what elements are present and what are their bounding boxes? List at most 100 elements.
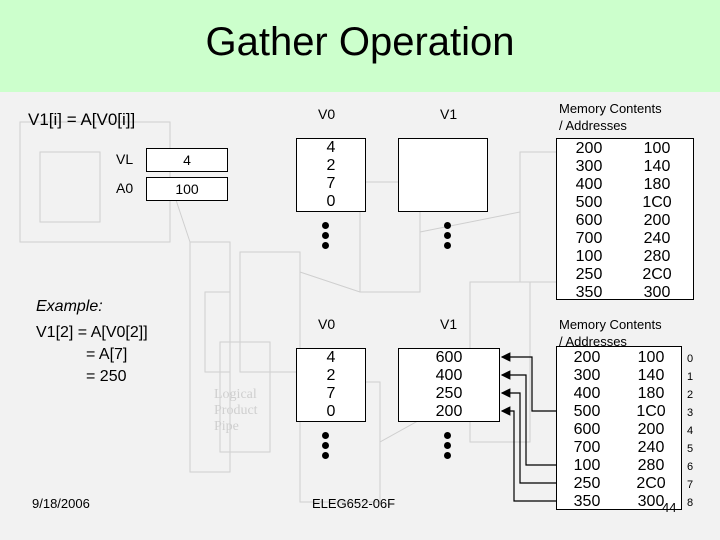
top-v0-element: 0 [326, 193, 336, 210]
top-memory-addresses-column: 100 140 180 1C0 200 240 280 2C0 300 [629, 140, 685, 302]
memory-index-column: 0 1 2 3 4 5 6 7 8 [687, 350, 693, 512]
bottom-v1-label: V1 [440, 316, 458, 332]
memory-address: 180 [637, 385, 665, 402]
memory-index: 5 [687, 443, 694, 455]
vl-value: 4 [183, 152, 191, 168]
top-memory-header: Memory Contents / Addresses [559, 100, 662, 134]
memory-address: 280 [643, 248, 671, 265]
memory-content: 350 [573, 493, 601, 510]
memory-content: 100 [573, 457, 601, 474]
example-line-2: = A[7] [86, 346, 128, 363]
memory-content: 200 [575, 140, 603, 157]
memory-content: 600 [573, 421, 601, 438]
bottom-v1-element: 200 [435, 403, 463, 420]
memory-address: 100 [637, 349, 665, 366]
memory-address: 240 [643, 230, 671, 247]
svg-text:Pipe: Pipe [214, 419, 239, 434]
gather-formula: V1[i] = A[V0[i]] [28, 110, 136, 129]
svg-text:Product: Product [214, 403, 258, 418]
bottom-v1-element: 600 [435, 349, 463, 366]
top-v1-register [398, 138, 488, 212]
bottom-v1-element: 400 [435, 367, 463, 384]
memory-address: 100 [643, 140, 671, 157]
top-v0-label: V0 [318, 106, 336, 122]
background-schematic-art: Logical Product Pipe [19, 121, 571, 503]
memory-content: 600 [575, 212, 603, 229]
bottom-v0-element: 4 [326, 349, 336, 366]
memory-content: 250 [573, 475, 601, 492]
top-v0-element: 4 [326, 139, 336, 156]
example-line-1: V1[2] = A[V0[2]] [36, 324, 148, 341]
top-memory-header-line-1: Memory Contents [559, 101, 662, 116]
memory-content: 250 [575, 266, 603, 283]
memory-index: 0 [687, 353, 694, 365]
bottom-v0-label: V0 [318, 316, 336, 332]
top-v0-element: 7 [326, 175, 336, 192]
memory-address: 140 [643, 158, 671, 175]
slide-title: Gather Operation [205, 20, 515, 64]
arrow-250 [500, 388, 556, 484]
memory-content: 300 [575, 158, 603, 175]
bottom-v0-ellipsis-icon [322, 432, 330, 462]
bottom-v1-ellipsis-icon [444, 432, 452, 462]
bottom-memory-header-line-2: / Addresses [559, 334, 627, 349]
title-band [0, 0, 720, 92]
memory-index: 3 [687, 407, 694, 419]
memory-content: 400 [573, 385, 601, 402]
bottom-memory-contents-column: 200 300 400 500 600 700 100 250 350 [561, 349, 613, 511]
memory-address: 1C0 [636, 403, 666, 420]
memory-index: 7 [687, 479, 694, 491]
memory-address: 200 [637, 421, 665, 438]
bottom-v0-element: 2 [326, 367, 336, 384]
arrow-600 [500, 352, 556, 412]
memory-address: 240 [637, 439, 665, 456]
top-memory-header-line-2: / Addresses [559, 118, 627, 133]
bottom-memory-header-line-1: Memory Contents [559, 317, 662, 332]
top-v1-label: V1 [440, 106, 458, 122]
memory-content: 300 [573, 367, 601, 384]
memory-content: 350 [575, 284, 603, 301]
arrow-200 [500, 406, 556, 502]
top-v0-element: 2 [326, 157, 336, 174]
memory-content: 700 [575, 230, 603, 247]
top-memory-contents-column: 200 300 400 500 600 700 100 250 350 [561, 140, 617, 302]
memory-index: 8 [687, 497, 694, 509]
a0-register: 100 [146, 177, 228, 201]
example-heading: Example: [36, 298, 103, 315]
example-line-3: = 250 [86, 368, 127, 385]
memory-index: 2 [687, 389, 694, 401]
memory-content: 500 [575, 194, 603, 211]
memory-index: 1 [687, 371, 694, 383]
a0-value: 100 [175, 181, 199, 197]
memory-content: 100 [575, 248, 603, 265]
svg-text:Logical: Logical [214, 387, 257, 402]
memory-content: 400 [575, 176, 603, 193]
footer-page-number: 44 [662, 500, 677, 515]
top-memory-table: 200 300 400 500 600 700 100 250 350 100 … [556, 138, 694, 302]
memory-address: 300 [643, 284, 671, 301]
memory-index: 4 [687, 425, 694, 437]
memory-address: 2C0 [642, 266, 672, 283]
memory-address: 180 [643, 176, 671, 193]
memory-content: 200 [573, 349, 601, 366]
bottom-v0-element: 7 [326, 385, 336, 402]
footer-course: ELEG652-06F [312, 496, 396, 511]
top-v0-ellipsis-icon [322, 222, 330, 252]
memory-address: 1C0 [642, 194, 672, 211]
memory-index: 6 [687, 461, 694, 473]
vl-register: 4 [146, 148, 228, 172]
vl-label: VL [116, 151, 134, 167]
top-v1-ellipsis-icon [444, 222, 452, 252]
bottom-v1-element: 250 [435, 385, 463, 402]
bottom-v0-element: 0 [326, 403, 336, 420]
bottom-v0-register: 4 2 7 0 [296, 348, 366, 422]
memory-address: 2C0 [636, 475, 666, 492]
bottom-v1-register: 600 400 250 200 [398, 348, 500, 422]
a0-label: A0 [116, 180, 134, 196]
memory-address: 300 [637, 493, 665, 510]
top-v0-register: 4 2 7 0 [296, 138, 366, 212]
memory-address: 200 [643, 212, 671, 229]
memory-address: 140 [637, 367, 665, 384]
memory-content: 500 [573, 403, 601, 420]
bottom-memory-addresses-column: 100 140 180 1C0 200 240 280 2C0 300 [625, 349, 677, 511]
